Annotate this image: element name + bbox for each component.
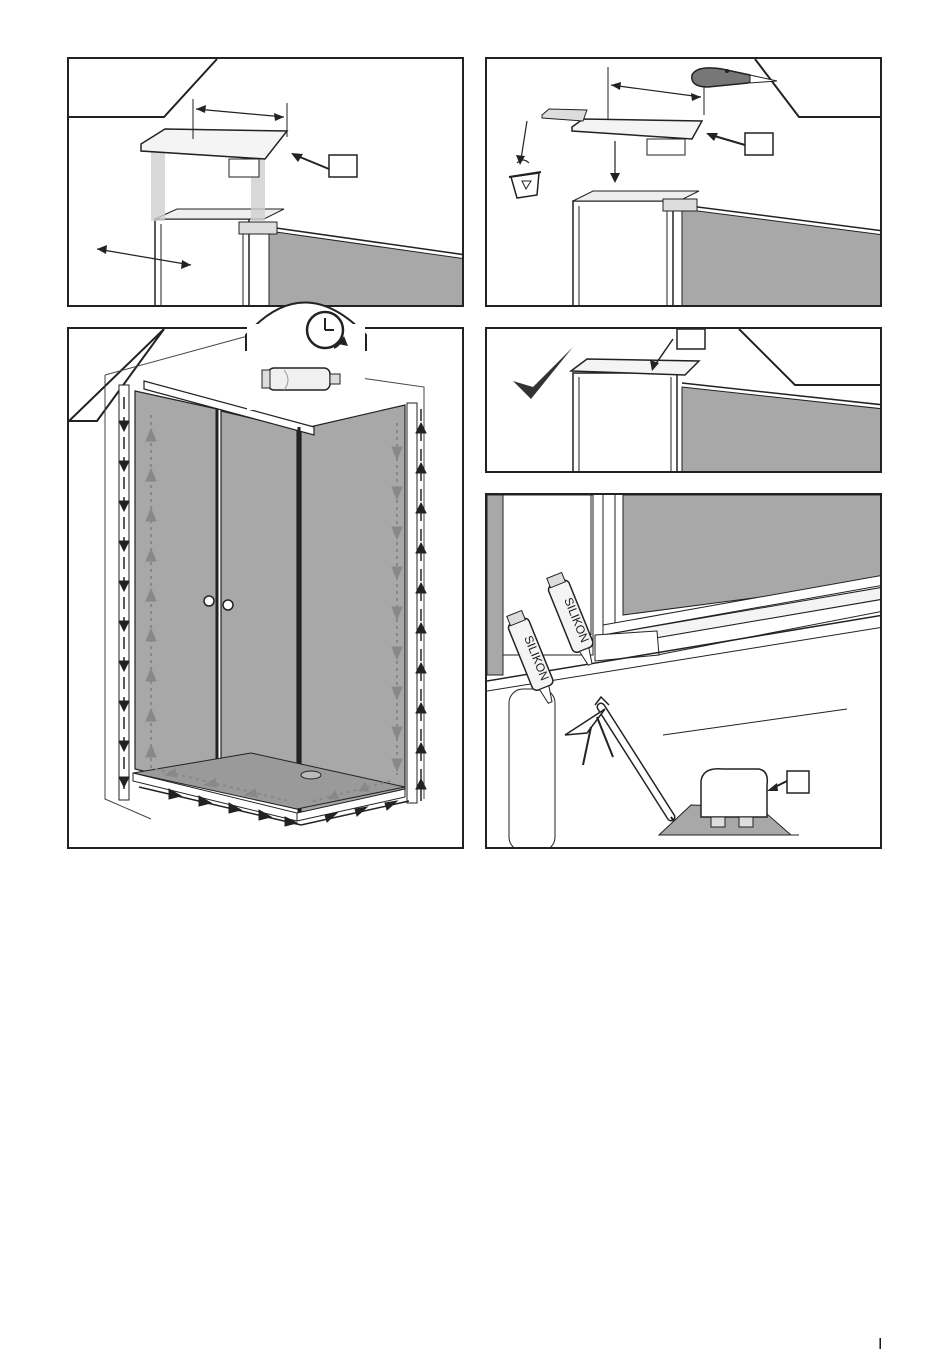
caulking-gun-icon bbox=[565, 697, 683, 835]
part-reference-box bbox=[745, 133, 773, 155]
wall-profile-right bbox=[407, 403, 417, 803]
door-leaf-left bbox=[135, 391, 217, 789]
door-knob-right bbox=[223, 600, 233, 610]
step-4-illustration bbox=[487, 329, 882, 473]
step-1-illustration bbox=[69, 59, 464, 307]
part-reference-box bbox=[787, 771, 809, 793]
step-2-panel bbox=[485, 57, 882, 307]
step-number-tab bbox=[739, 329, 882, 385]
wall-profile bbox=[155, 219, 249, 307]
wall-profile bbox=[573, 373, 677, 473]
step-2-illustration bbox=[487, 59, 882, 307]
step-5-illustration: SILIKON SILIKON bbox=[487, 495, 882, 849]
width-dimension bbox=[196, 109, 284, 117]
offcut-piece bbox=[542, 109, 587, 121]
step-1-panel bbox=[67, 57, 464, 307]
part-reference-box bbox=[677, 329, 705, 349]
page-number: I bbox=[878, 1336, 882, 1354]
side-panel bbox=[301, 405, 405, 813]
step-4-panel bbox=[485, 327, 882, 473]
step-5-panel: SILIKON SILIKON bbox=[485, 493, 882, 849]
trash-bin-icon bbox=[509, 160, 541, 198]
wall-profile bbox=[573, 201, 673, 307]
silicone-cartridge-icon bbox=[262, 368, 340, 390]
part-reference-box bbox=[329, 155, 357, 177]
cut-dimension bbox=[611, 85, 701, 97]
drain-icon bbox=[301, 771, 321, 779]
door-knob-left bbox=[204, 596, 214, 606]
curing-callout bbox=[244, 290, 374, 410]
step-number-tab bbox=[755, 59, 882, 117]
step-number-tab bbox=[69, 59, 217, 117]
door-leaf-right bbox=[221, 411, 297, 809]
trimmed-end-cap bbox=[572, 119, 702, 139]
checkmark-icon bbox=[513, 347, 573, 399]
